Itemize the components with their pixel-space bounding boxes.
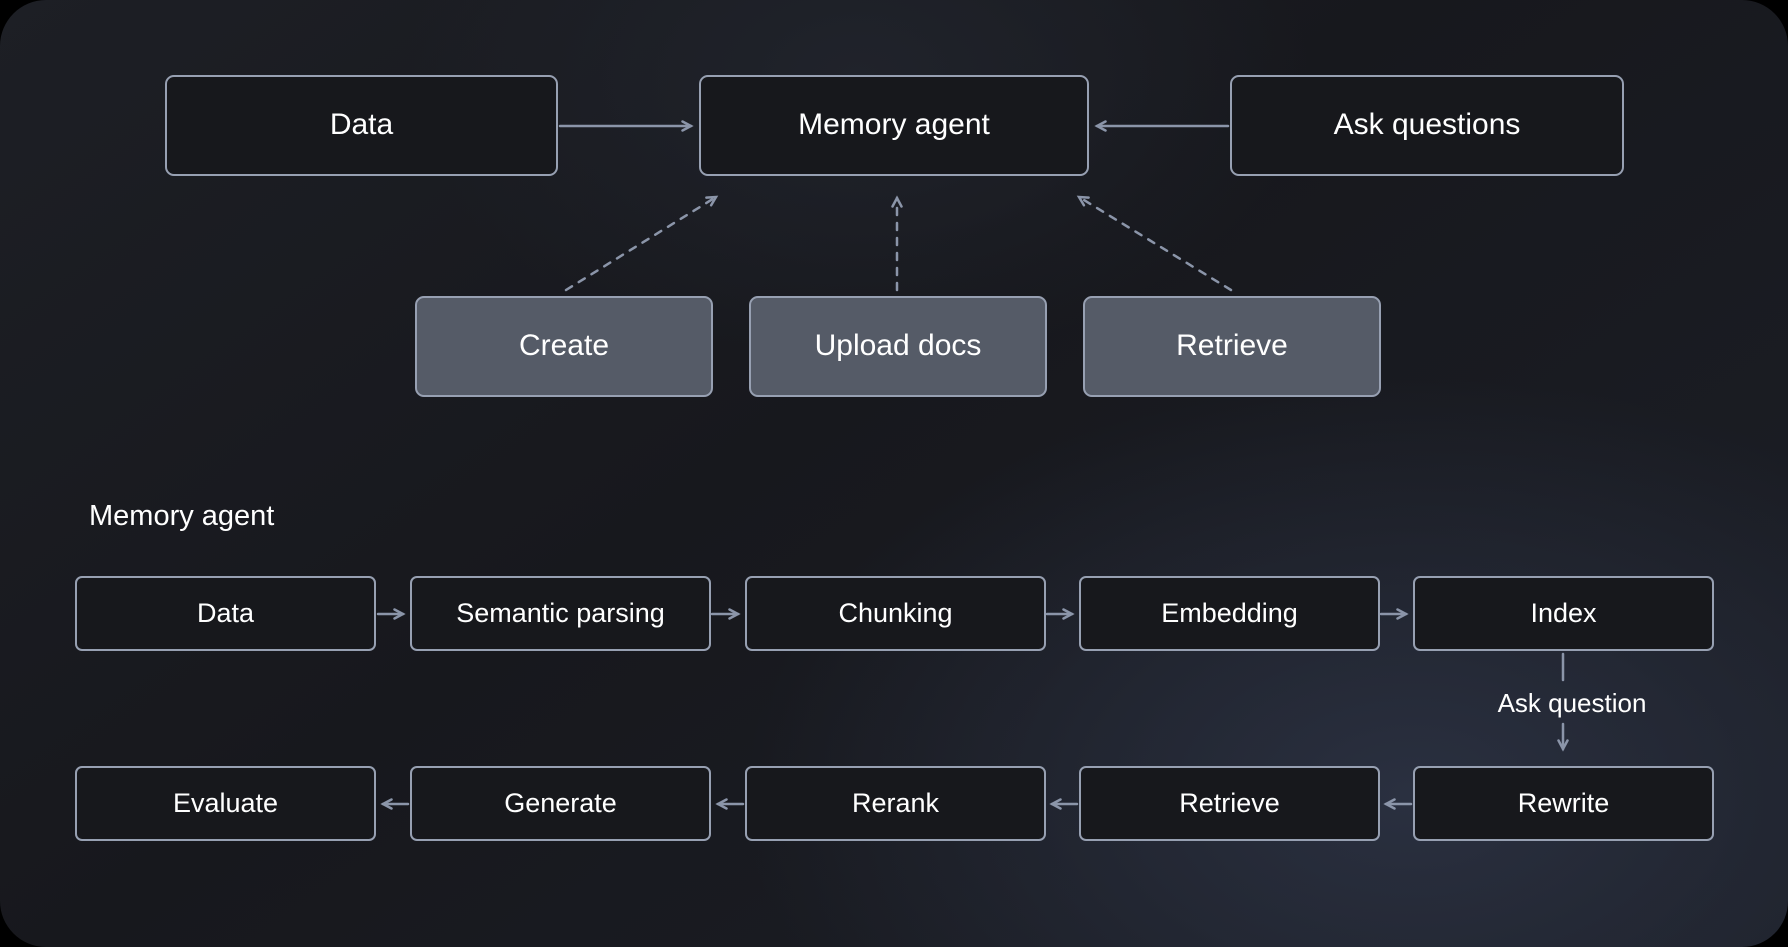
node-create: Create [415, 296, 713, 397]
node-evaluate: Evaluate [75, 766, 376, 841]
node-pipeline-retrieve: Retrieve [1079, 766, 1380, 841]
ask-question-label: Ask question [1497, 688, 1647, 718]
node-memory-agent: Memory agent [699, 75, 1089, 176]
node-embedding: Embedding [1079, 576, 1380, 651]
node-retrieve-capability: Retrieve [1083, 296, 1381, 397]
node-chunking: Chunking [745, 576, 1046, 651]
node-data-source: Data [165, 75, 558, 176]
node-upload-docs: Upload docs [749, 296, 1047, 397]
section-label-memory-agent: Memory agent [89, 500, 275, 532]
node-semantic-parsing: Semantic parsing [410, 576, 711, 651]
node-ask-questions: Ask questions [1230, 75, 1624, 176]
node-index: Index [1413, 576, 1714, 651]
node-rewrite: Rewrite [1413, 766, 1714, 841]
arrow-create-to-memory-agent [564, 195, 719, 292]
node-pipeline-data: Data [75, 576, 376, 651]
node-generate: Generate [410, 766, 711, 841]
arrow-retrieve-to-memory-agent [1076, 195, 1233, 292]
node-rerank: Rerank [745, 766, 1046, 841]
